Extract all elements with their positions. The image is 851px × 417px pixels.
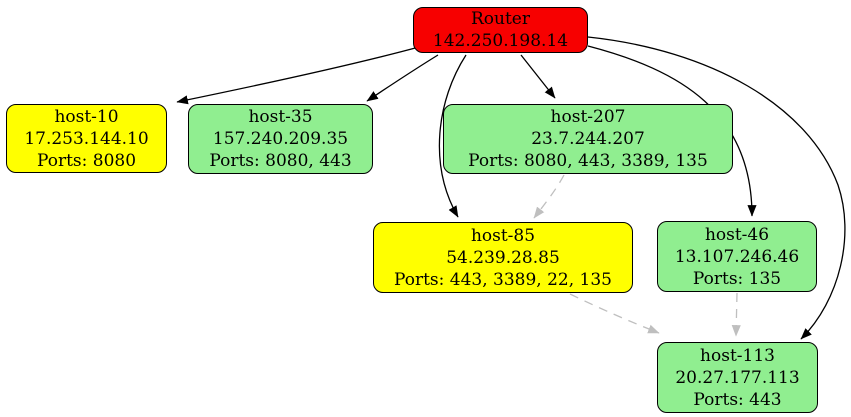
node-ports: Ports: 443	[693, 389, 782, 410]
node-ports: Ports: 8080, 443	[209, 151, 352, 171]
edge-host-46-to-host-113	[731, 292, 741, 337]
edge-router-to-host-207	[520, 54, 556, 99]
edge-host-85-to-host-113	[569, 293, 660, 334]
node-ip: 54.239.28.85	[446, 247, 560, 268]
node-ports: Ports: 443, 3389, 22, 135	[393, 269, 612, 290]
node-label: host-113	[700, 345, 775, 366]
edge-router-to-host-85	[438, 54, 467, 218]
node-label: host-10	[54, 106, 119, 127]
node-router: Router 142.250.198.14	[413, 7, 588, 53]
node-ip: 13.107.246.46	[674, 246, 800, 267]
node-label: host-207	[550, 107, 626, 127]
node-ports: Ports: 135	[692, 268, 782, 289]
node-label: host-85	[470, 225, 536, 246]
node-host-10: host-10 17.253.144.10 Ports: 8080	[6, 104, 167, 173]
edge-router-to-host-10	[176, 46, 420, 105]
node-label: host-46	[704, 224, 770, 245]
node-ports: Ports: 8080	[36, 150, 137, 171]
edge-router-to-host-46	[587, 45, 757, 217]
edge-router-to-host-35	[366, 54, 439, 102]
node-host-35: host-35 157.240.209.35 Ports: 8080, 443	[188, 104, 373, 174]
node-host-207: host-207 23.7.244.207 Ports: 8080, 443, …	[443, 104, 733, 174]
node-ip: 23.7.244.207	[531, 129, 645, 149]
node-host-85: host-85 54.239.28.85 Ports: 443, 3389, 2…	[373, 222, 633, 293]
node-label: host-35	[248, 107, 313, 127]
edge-host-207-to-host-85	[533, 174, 565, 219]
node-host-113: host-113 20.27.177.113 Ports: 443	[657, 342, 818, 413]
node-host-46: host-46 13.107.246.46 Ports: 135	[657, 221, 817, 292]
node-ports: Ports: 8080, 443, 3389, 135	[468, 151, 708, 171]
node-ip: 142.250.198.14	[432, 31, 569, 51]
edge-router-to-host-113	[587, 36, 846, 340]
node-ip: 17.253.144.10	[24, 128, 149, 149]
node-ip: 20.27.177.113	[675, 367, 800, 388]
node-ip: 157.240.209.35	[212, 129, 349, 149]
node-label: Router	[470, 9, 530, 29]
